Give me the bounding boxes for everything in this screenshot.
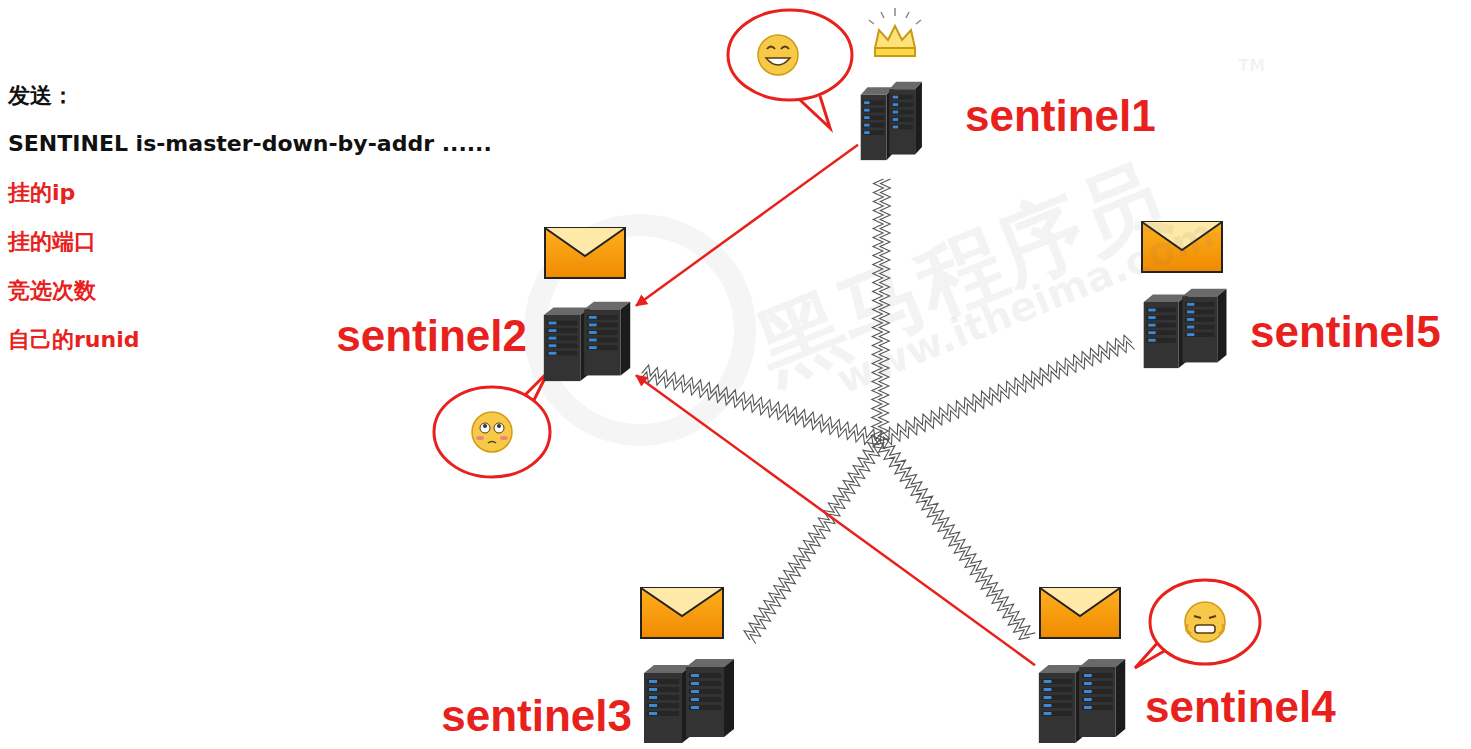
speech-bubble — [434, 10, 1260, 668]
watermark-text: TM — [1238, 56, 1265, 75]
vote-request-arrow — [636, 375, 1035, 665]
message-field: 竞选次数 — [8, 279, 96, 303]
server-icon — [640, 655, 740, 745]
sentinel-server: sentinel4 — [1035, 655, 1131, 745]
watermark-logo — [535, 225, 745, 435]
sentinel-server: sentinel5 — [1140, 285, 1232, 370]
server-icon — [1035, 655, 1131, 745]
wave-link — [873, 443, 1029, 640]
message-field: 挂的ip — [8, 181, 75, 205]
message-field: 发送： — [8, 84, 74, 108]
sentinel-label: sentinel2 — [336, 314, 527, 358]
sentinel-label: sentinel1 — [965, 94, 1156, 138]
message-field: 挂的端口 — [8, 230, 96, 254]
sentinel-server: sentinel3 — [640, 655, 740, 745]
message-field: 自己的runid — [8, 328, 139, 352]
sentinel-server: sentinel1 — [858, 78, 926, 162]
message-field: SENTINEL is-master-down-by-addr ...... — [8, 132, 492, 156]
sentinel-label: sentinel4 — [1145, 685, 1336, 729]
emoji-face — [472, 35, 1225, 642]
wave-link — [879, 439, 1036, 636]
server-icon — [1140, 285, 1232, 370]
server-icon — [858, 78, 926, 162]
server-icon — [540, 298, 636, 383]
sentinel-label: sentinel3 — [441, 694, 632, 738]
crown-icon — [869, 8, 921, 56]
sentinel-server: sentinel2 — [540, 298, 636, 383]
sentinel-label: sentinel5 — [1250, 310, 1441, 354]
